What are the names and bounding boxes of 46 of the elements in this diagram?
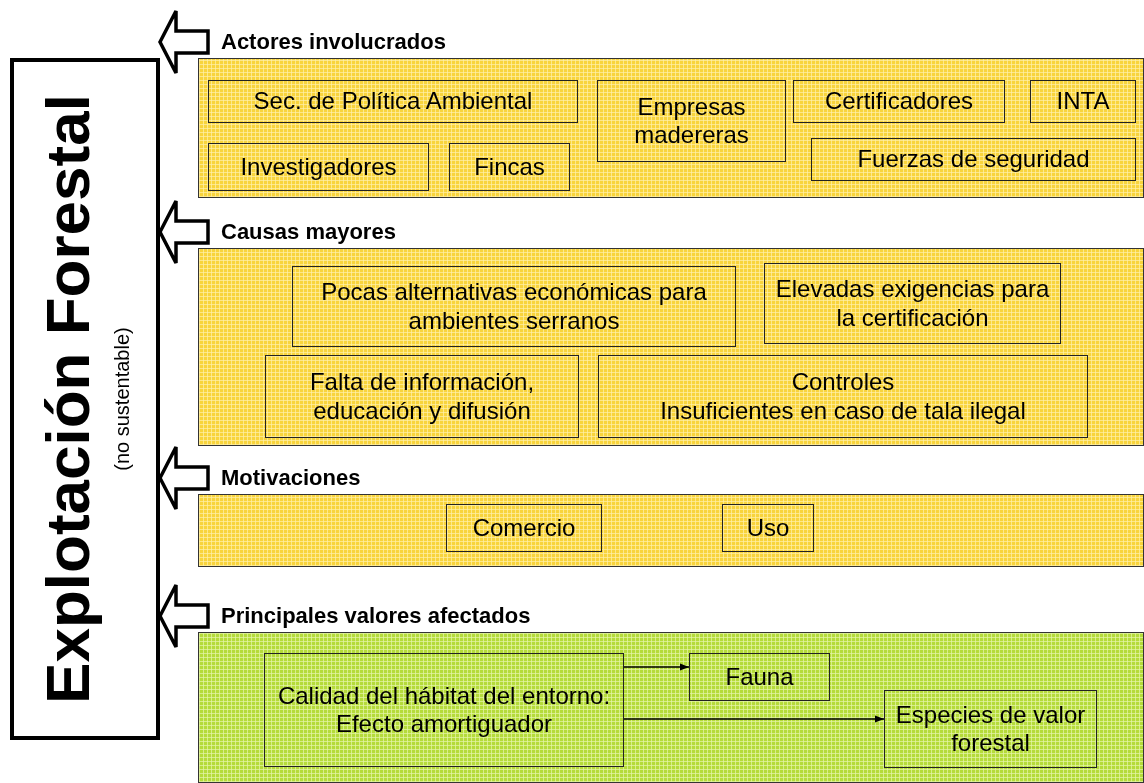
- box-text: INTA: [1056, 87, 1110, 116]
- box-text: Falta de información, educación y difusión: [308, 368, 536, 425]
- factor-box: [265, 355, 579, 438]
- factor-box: [597, 80, 786, 162]
- box-text: Controles: [791, 368, 895, 397]
- block-arrow: [158, 9, 210, 75]
- factor-box: [764, 263, 1061, 344]
- box-text: Efecto amortiguador: [335, 710, 553, 739]
- factor-box: [292, 266, 736, 347]
- box-text: Fincas: [474, 152, 545, 182]
- box-text: Elevadas exigencias para la certificación: [774, 275, 1051, 332]
- factor-box: [793, 80, 1005, 123]
- box-text: Empresas madereras: [633, 92, 750, 150]
- box-text: Pocas alternativas económicas para ambientes serranos: [320, 278, 708, 335]
- box-text: Especies de valor forestal: [894, 700, 1087, 758]
- box-text: Insuficientes en caso de tala ilegal: [660, 396, 1026, 425]
- arrow: [623, 663, 690, 671]
- factor-box: [208, 143, 429, 191]
- section-heading: Motivaciones: [221, 465, 361, 491]
- arrow: [623, 715, 885, 723]
- box-text: Sec. de Política Ambiental: [253, 87, 533, 116]
- block-arrow: [158, 583, 210, 649]
- title-box: [10, 58, 160, 740]
- factor-box: [689, 653, 830, 701]
- factor-box: [264, 653, 624, 767]
- section-heading: Actores involucrados: [221, 29, 446, 55]
- section-heading: Causas mayores: [221, 219, 396, 245]
- box-text: Certificadores: [824, 87, 974, 116]
- box-text: Calidad del hábitat del entorno:: [277, 681, 611, 710]
- block-arrow: [158, 445, 210, 511]
- box-text: Uso: [746, 513, 790, 543]
- factor-box: [811, 138, 1136, 181]
- box-text: Comercio: [472, 513, 576, 543]
- factor-box: [446, 504, 602, 552]
- box-text: Fauna: [725, 662, 794, 692]
- factor-box: [598, 355, 1088, 438]
- box-text: Fuerzas de seguridad: [857, 145, 1090, 174]
- subtitle-text: (no sustentable): [110, 327, 134, 471]
- box-text: Investigadores: [240, 152, 397, 182]
- factor-box: [208, 80, 578, 123]
- factor-box: [884, 690, 1097, 768]
- factor-box: [1030, 80, 1136, 123]
- factor-box: [722, 504, 814, 552]
- factor-box: [449, 143, 570, 191]
- section-heading: Principales valores afectados: [221, 603, 531, 629]
- block-arrow: [158, 199, 210, 265]
